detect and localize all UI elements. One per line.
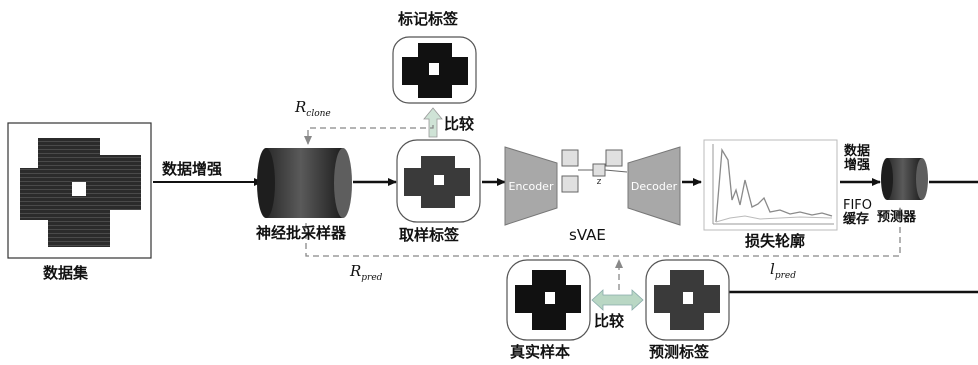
encoder-text: Encoder: [509, 180, 554, 193]
r-clone-symbol: Rclone: [295, 98, 331, 119]
compare-top-label: 比较: [444, 115, 475, 133]
sampled-label-title: 取样标签: [399, 226, 460, 244]
dataset-box: [7, 122, 152, 259]
decoder-text: Decoder: [631, 180, 678, 193]
predicted-label-title: 预测标签: [649, 343, 710, 361]
loss-profile-chart: [703, 139, 838, 231]
double-compare-arrow: [591, 289, 644, 311]
up-compare-arrow: [423, 107, 443, 138]
sampler-cylinder: [257, 148, 352, 218]
right-aug-line2: 增强: [844, 158, 871, 173]
fifo-label: FIFO: [843, 198, 873, 213]
dataset-label: 数据集: [43, 264, 89, 282]
svae-label: sVAE: [569, 226, 606, 244]
sampled-label-box: [396, 139, 481, 223]
predicted-label-box: [645, 259, 730, 341]
data-augmentation-label: 数据增强: [162, 160, 223, 178]
r-pred-symbol: Rpred: [350, 262, 383, 283]
cache-label: 缓存: [843, 212, 870, 227]
latent-z-text: z: [597, 177, 602, 187]
l-pred-symbol: lpred: [770, 260, 796, 281]
marked-label-box: [392, 36, 477, 104]
neural-batch-sampler-label: 神经批采样器: [256, 224, 347, 242]
predictor-label: 预测器: [877, 210, 917, 225]
loss-profile-label: 损失轮廓: [745, 232, 806, 250]
marked-label-title: 标记标签: [398, 10, 459, 28]
svae-network: Encoder Decoder z: [504, 146, 681, 226]
compare-bottom-label: 比较: [594, 312, 625, 330]
right-aug-line1: 数据: [844, 144, 871, 159]
true-sample-box: [506, 259, 591, 341]
true-sample-label: 真实样本: [510, 343, 571, 361]
predictor-cylinder: [881, 158, 928, 200]
feedback-dashed-lines: [304, 125, 904, 290]
